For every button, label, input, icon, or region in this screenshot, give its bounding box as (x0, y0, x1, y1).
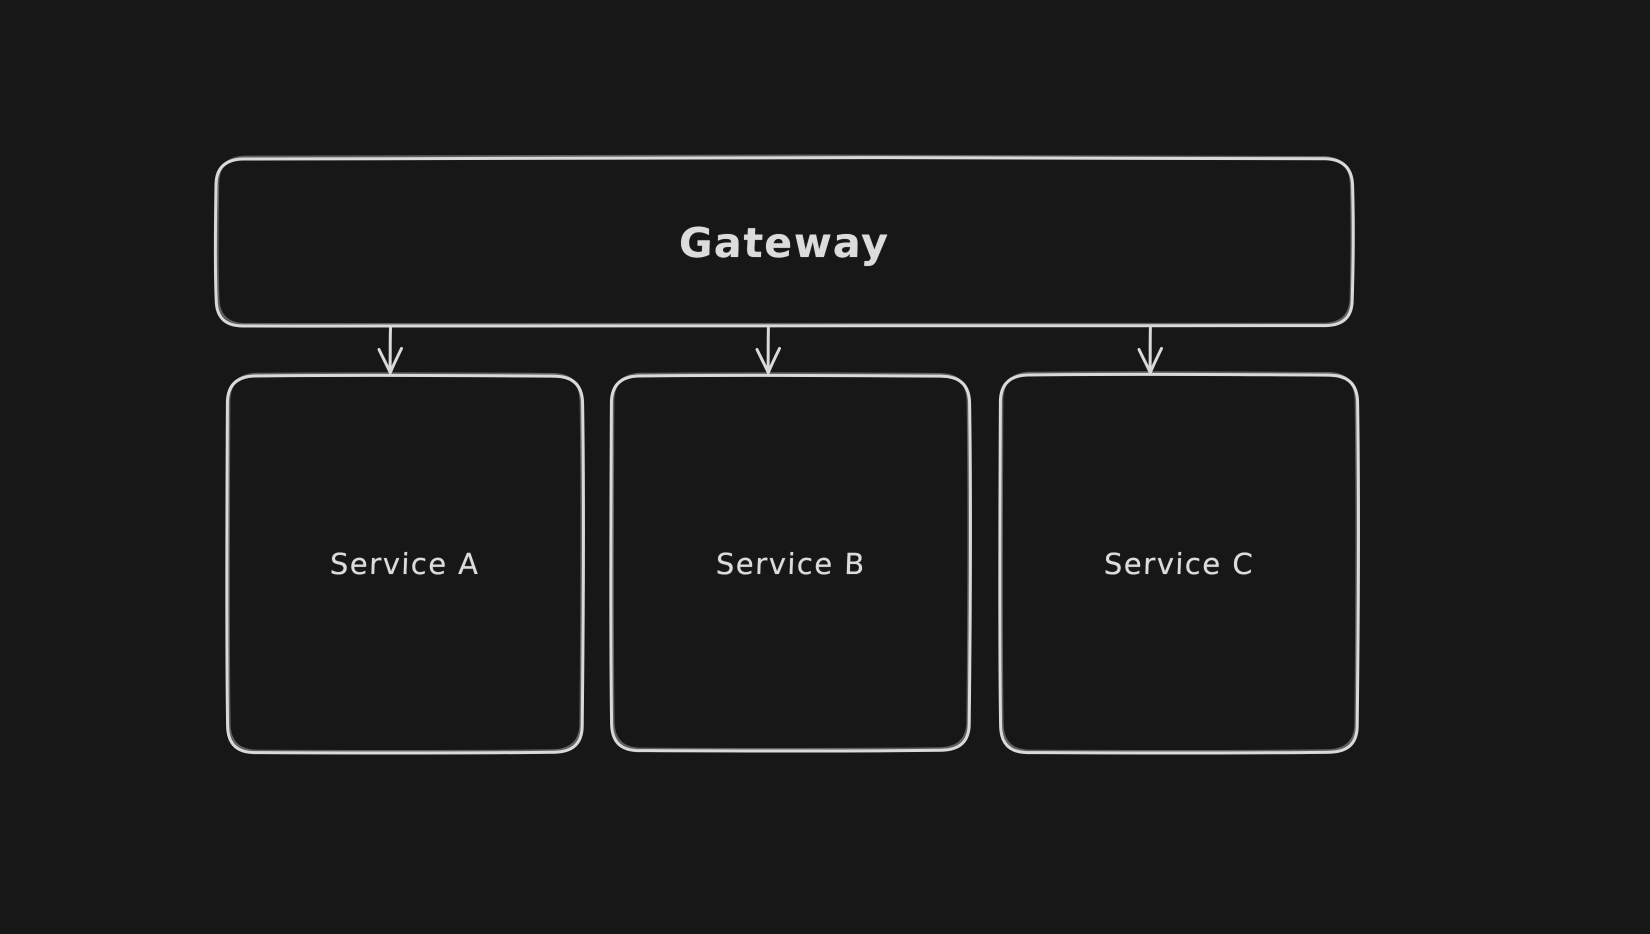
gateway-label: Gateway (678, 218, 890, 267)
service-c-node[interactable]: Service C (1000, 375, 1358, 753)
service-a-label: Service A (329, 547, 481, 581)
arrow-gateway-to-service-c[interactable] (1137, 326, 1163, 374)
service-b-outline (609, 372, 972, 753)
service-c-label: Service C (1103, 547, 1255, 581)
gateway-outline (213, 154, 1355, 329)
service-c-outline (998, 371, 1360, 755)
arrow-gateway-to-service-a[interactable] (377, 326, 403, 374)
arrow-gateway-to-service-b[interactable] (755, 326, 781, 374)
service-a-outline (225, 372, 585, 755)
gateway-node[interactable]: Gateway (215, 158, 1353, 327)
service-b-node[interactable]: Service B (611, 375, 970, 753)
service-a-node[interactable]: Service A (227, 375, 583, 753)
service-b-label: Service B (715, 547, 866, 581)
